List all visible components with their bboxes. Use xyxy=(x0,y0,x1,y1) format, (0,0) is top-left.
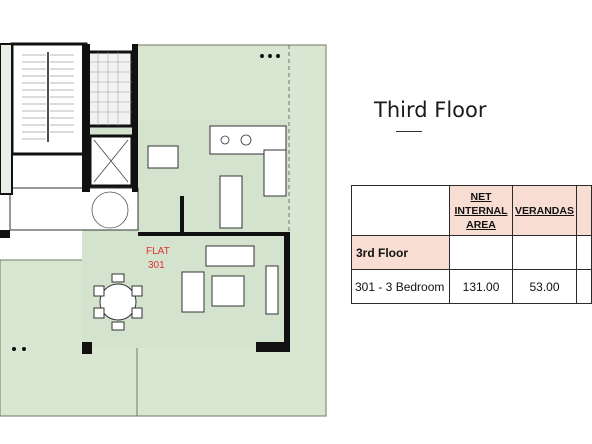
header-net-internal-area: NET INTERNAL AREA xyxy=(449,185,513,236)
stair-core xyxy=(10,42,88,156)
verandas-cell: 53.00 xyxy=(511,269,578,304)
unit-cell: 301 - 3 Bedroom xyxy=(350,269,451,304)
lobby xyxy=(9,187,139,231)
net-internal-area-cell: 131.00 xyxy=(449,269,513,304)
section-label: 3rd Floor xyxy=(350,235,451,270)
table-header-row: NET INTERNAL AREA VERANDAS xyxy=(350,185,592,236)
left-utility xyxy=(0,43,13,195)
header-truncated xyxy=(576,185,592,236)
stair-treads xyxy=(22,52,74,142)
kitchen-side-counter xyxy=(263,149,287,197)
sofa xyxy=(205,245,255,267)
lobby-door-swing xyxy=(91,191,129,229)
armchair xyxy=(181,271,205,313)
section-empty-2 xyxy=(511,235,578,270)
tv-unit xyxy=(265,265,279,315)
header-blank xyxy=(350,185,451,236)
dining-table xyxy=(99,283,137,321)
dining-chairs xyxy=(93,273,143,331)
floor-title: Third Floor xyxy=(374,98,487,122)
kitchen-island xyxy=(219,175,243,229)
truncated-cell xyxy=(576,269,592,304)
drain-dots xyxy=(12,54,280,351)
header-verandas: VERANDAS xyxy=(511,185,578,236)
walls xyxy=(0,44,290,354)
table-section-row: 3rd Floor xyxy=(350,235,592,270)
service-shaft xyxy=(86,50,134,128)
title-underline xyxy=(396,131,422,132)
area-table: NET INTERNAL AREA VERANDAS 3rd Floor 301… xyxy=(350,185,592,304)
service-hatch xyxy=(88,52,132,126)
coffee-table xyxy=(211,275,245,307)
floor-plan: FLAT 301 xyxy=(0,42,327,417)
section-empty-3 xyxy=(576,235,592,270)
kitchen-counter xyxy=(209,125,287,155)
sink xyxy=(240,134,252,146)
breakfast-table xyxy=(147,145,179,169)
flat-label: FLAT xyxy=(146,246,170,257)
flat-number: 301 xyxy=(148,260,165,271)
hob xyxy=(220,135,230,145)
table-row: 301 - 3 Bedroom 131.00 53.00 xyxy=(350,269,592,304)
section-empty-1 xyxy=(449,235,513,270)
lift-cross-b xyxy=(93,139,129,183)
